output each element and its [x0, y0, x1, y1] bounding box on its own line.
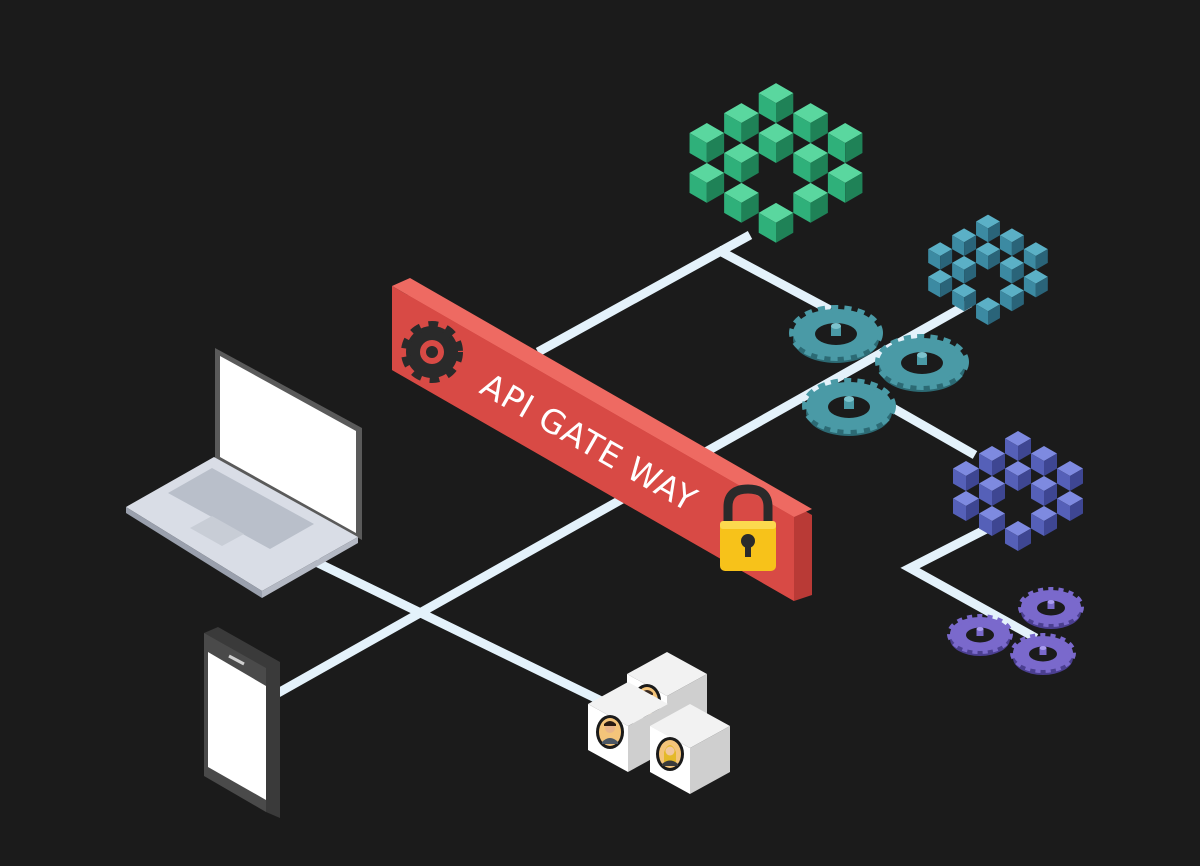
gear-icon: [875, 334, 969, 392]
user-avatar-icon: [656, 737, 684, 771]
gear-icon: [789, 305, 883, 363]
connector-green-branch: [715, 246, 833, 314]
connector-to-indigo-cluster: [881, 399, 978, 459]
gear-icon: [401, 321, 463, 383]
gear-icon: [802, 378, 896, 436]
gear-icon: [1010, 633, 1076, 675]
user-cubes: [588, 652, 730, 794]
microservice-cube-teal: [928, 214, 1048, 325]
user-cube: [650, 704, 730, 794]
gear-group-purple: [947, 587, 1084, 675]
connector-gateway-to-green-cluster: [535, 231, 753, 356]
user-avatar-icon: [596, 715, 624, 749]
api-gateway-bar: API GATE WAY: [392, 278, 812, 601]
gear-icon: [947, 614, 1013, 656]
connector-laptop-to-users: [314, 557, 626, 717]
laptop-icon: [126, 348, 362, 598]
phone-icon: [204, 627, 280, 818]
lock-icon: [720, 484, 776, 571]
gear-icon: [1018, 587, 1084, 629]
connector-indigo-to-gears: [900, 517, 1039, 642]
microservice-cube-green: [689, 83, 863, 243]
gear-group-teal: [789, 305, 969, 436]
